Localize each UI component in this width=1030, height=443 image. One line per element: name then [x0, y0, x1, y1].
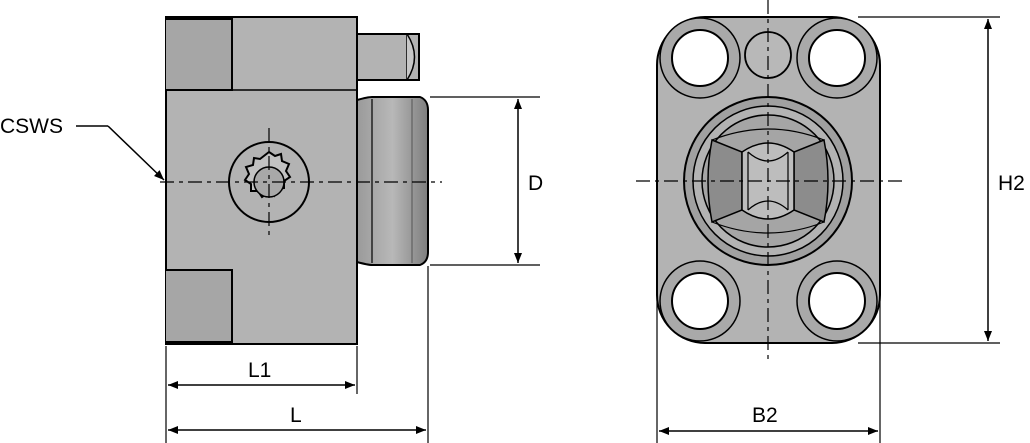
- hole-top-right: [808, 29, 866, 87]
- b2-label: B2: [752, 404, 778, 427]
- l1-label: L1: [248, 359, 271, 382]
- dimension-l: L: [168, 266, 429, 443]
- hole-bottom-right: [808, 272, 866, 330]
- shank: [356, 96, 429, 266]
- dimension-d: D: [430, 96, 543, 266]
- csws-callout: CSWS: [0, 115, 165, 181]
- bottom-pocket: [166, 269, 233, 343]
- top-pocket: [166, 18, 233, 91]
- dimension-h2: H2: [858, 16, 1025, 344]
- h2-label: H2: [998, 172, 1025, 195]
- dimension-l1: L1: [165, 346, 358, 443]
- csws-label: CSWS: [0, 115, 63, 138]
- front-view: [636, 0, 902, 362]
- hole-top-left: [671, 29, 729, 87]
- screw-head: [228, 141, 310, 223]
- dimension-b2: B2: [656, 300, 881, 443]
- hole-bottom-left: [671, 272, 729, 330]
- d-label: D: [528, 172, 543, 195]
- side-view: [160, 16, 442, 345]
- l-label: L: [290, 404, 302, 427]
